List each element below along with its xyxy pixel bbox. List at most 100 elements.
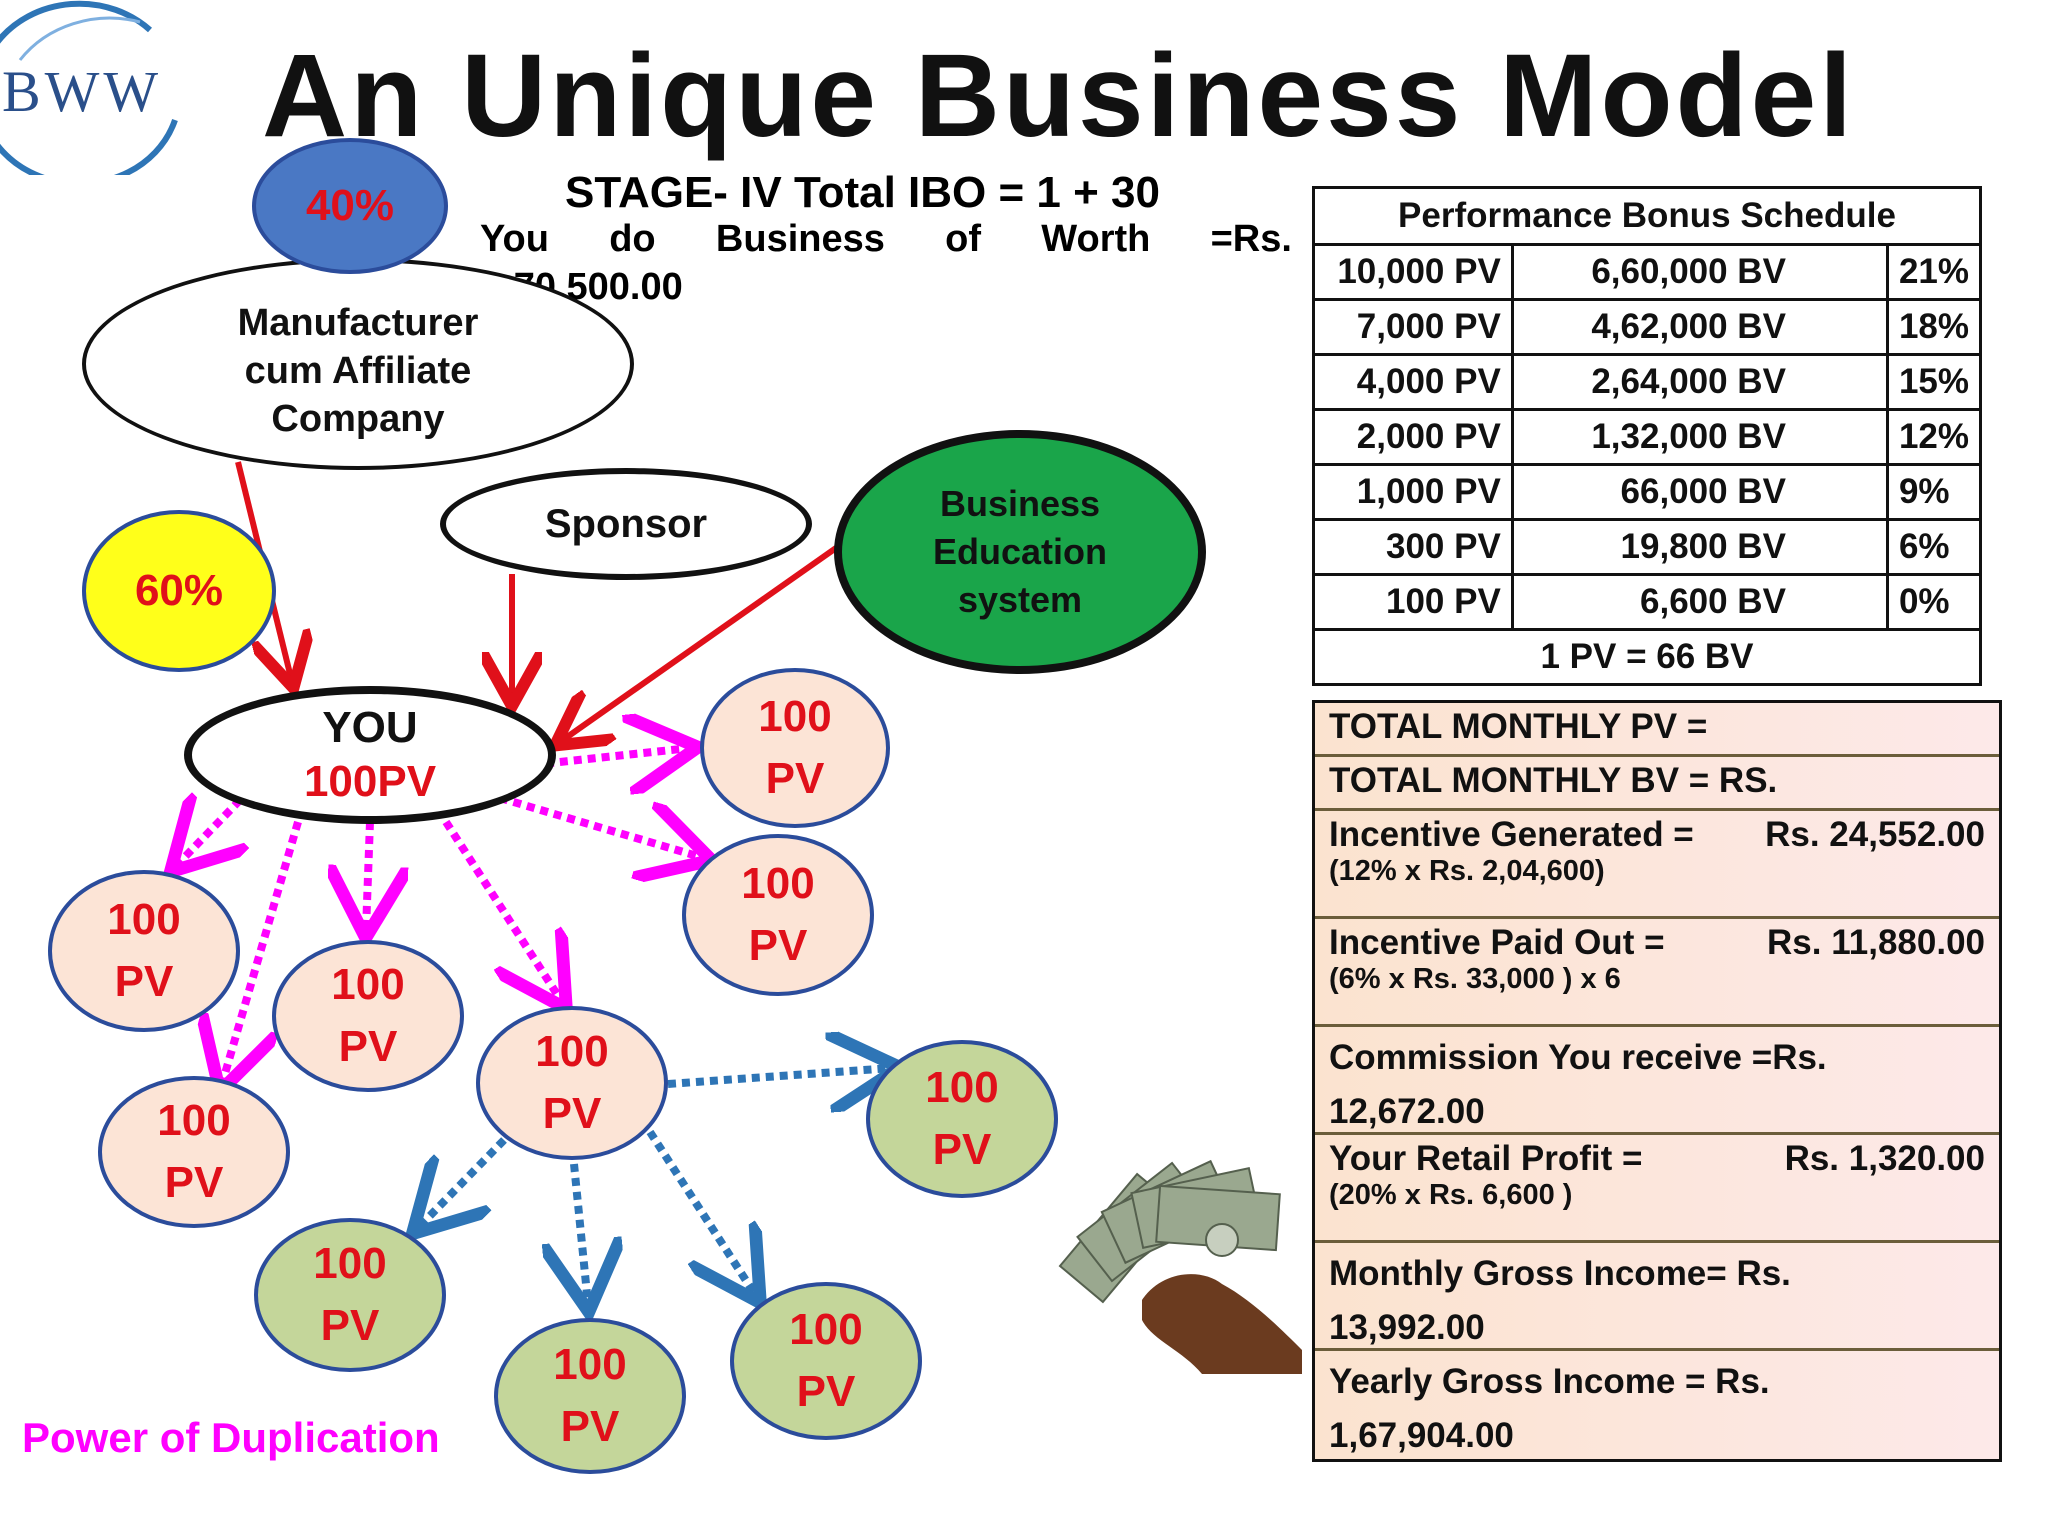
total-pv-label: TOTAL MONTHLY PV = bbox=[1329, 707, 1708, 746]
yearly-gross-row: Yearly Gross Income = Rs. 1,67,904.00 bbox=[1315, 1351, 1999, 1459]
bv-cell: 4,62,000 BV bbox=[1510, 298, 1889, 356]
retail-profit-row: Your Retail Profit = Rs. 1,320.00 (20% x… bbox=[1315, 1135, 1999, 1243]
bv-cell: 19,800 BV bbox=[1510, 518, 1889, 576]
pv-unit: PV bbox=[932, 1125, 992, 1174]
you-label: YOU bbox=[322, 703, 418, 752]
commission-row: Commission You receive =Rs. 12,672.00 bbox=[1315, 1027, 1999, 1135]
retail-profit-label: Your Retail Profit = bbox=[1329, 1139, 1643, 1178]
incentive-generated-label: Incentive Generated = bbox=[1329, 815, 1694, 854]
pv-unit: PV bbox=[164, 1158, 224, 1207]
incentive-generated-row: Incentive Generated = Rs. 24,552.00 (12%… bbox=[1315, 811, 1999, 919]
pv-unit: PV bbox=[796, 1367, 856, 1416]
arrow-you-to-pv bbox=[176, 800, 240, 866]
arrow-you-to-pv bbox=[442, 819, 562, 1002]
pct40-label: 40% bbox=[305, 181, 395, 230]
arrow-downline-to-pv bbox=[646, 1129, 756, 1296]
bes-line: Business bbox=[939, 483, 1101, 524]
arrow-bes-to-you bbox=[560, 545, 838, 742]
logo-text: BWW bbox=[2, 59, 163, 124]
pv-unit: PV bbox=[338, 1022, 398, 1071]
power-of-duplication: Power of Duplication bbox=[22, 1414, 440, 1461]
commission-value: 12,672.00 bbox=[1329, 1092, 1485, 1131]
retail-profit-value: Rs. 1,320.00 bbox=[1784, 1139, 1985, 1178]
manufacturer-ellipse: Manufacturer cum Affiliate Company bbox=[82, 258, 634, 470]
pct-cell: 9% bbox=[1885, 463, 1983, 521]
income-summary: TOTAL MONTHLY PV = TOTAL MONTHLY BV = RS… bbox=[1312, 700, 2002, 1462]
pct40-circle: 40% bbox=[252, 138, 448, 274]
you-ellipse: YOU 100PV bbox=[184, 686, 556, 824]
bv-cell: 6,600 BV bbox=[1510, 573, 1889, 631]
monthly-gross-label: Monthly Gross Income= Rs. bbox=[1329, 1254, 1791, 1293]
pct-cell: 12% bbox=[1885, 408, 1983, 466]
pv-cell: 2,000 PV bbox=[1312, 408, 1514, 466]
total-bv-label: TOTAL MONTHLY BV = RS. bbox=[1329, 761, 1778, 800]
worth-word: of bbox=[945, 218, 982, 260]
pv-value: 100 bbox=[107, 895, 181, 944]
money-hand-image bbox=[1058, 1159, 1302, 1374]
pv-cell: 7,000 PV bbox=[1312, 298, 1514, 356]
pv-value: 100 bbox=[535, 1027, 609, 1076]
arrow-downline-to-pv bbox=[574, 1163, 588, 1304]
bes-line: system bbox=[957, 579, 1083, 620]
incentive-generated-sub: (12% x Rs. 2,04,600) bbox=[1329, 855, 1605, 887]
pv-unit: PV bbox=[560, 1402, 620, 1451]
arrow-you-to-pv bbox=[498, 794, 704, 858]
pv-unit: PV bbox=[765, 754, 825, 803]
pv-value: 100 bbox=[789, 1305, 863, 1354]
worth-word: Business bbox=[715, 218, 885, 260]
incentive-paid-value: Rs. 11,880.00 bbox=[1767, 923, 1985, 962]
bes-line: Education bbox=[932, 531, 1107, 572]
pv-cell: 300 PV bbox=[1312, 518, 1514, 576]
bv-cell: 66,000 BV bbox=[1510, 463, 1889, 521]
manufacturer-line: Company bbox=[271, 398, 445, 440]
sponsor-ellipse: Sponsor bbox=[440, 468, 812, 580]
bww-logo bbox=[0, 0, 178, 175]
arrow-you-to-pv bbox=[366, 821, 370, 930]
pv-unit: PV bbox=[748, 921, 808, 970]
you-pv: 100PV bbox=[303, 757, 437, 806]
pct-cell: 0% bbox=[1885, 573, 1983, 631]
pct-cell: 21% bbox=[1885, 243, 1983, 301]
pv-value: 100 bbox=[758, 692, 832, 741]
incentive-paid-sub: (6% x Rs. 33,000 ) x 6 bbox=[1329, 963, 1621, 995]
manufacturer-line: Manufacturer bbox=[237, 302, 479, 344]
monthly-gross-row: Monthly Gross Income= Rs. 13,992.00 bbox=[1315, 1243, 1999, 1351]
pv-cell: 1,000 PV bbox=[1312, 463, 1514, 521]
arrow-you-to-pv bbox=[531, 748, 690, 765]
worth-word: =Rs. bbox=[1210, 218, 1292, 260]
page-title: An Unique Business Model bbox=[262, 30, 1856, 162]
business-education-ellipse: Business Education system bbox=[834, 430, 1206, 674]
manufacturer-line: cum Affiliate bbox=[244, 350, 472, 392]
table-footer: 1 PV = 66 BV bbox=[1312, 628, 1982, 686]
pv-unit: PV bbox=[542, 1089, 602, 1138]
pv-value: 100 bbox=[741, 859, 815, 908]
worth-word: You bbox=[480, 218, 549, 260]
worth-line: You do Business of Worth =Rs. bbox=[480, 218, 1292, 261]
pct-cell: 18% bbox=[1885, 298, 1983, 356]
arrow-downline-to-pv bbox=[667, 1068, 892, 1084]
pct-cell: 6% bbox=[1885, 518, 1983, 576]
commission-label: Commission You receive =Rs. bbox=[1329, 1038, 1827, 1077]
bv-cell: 2,64,000 BV bbox=[1510, 353, 1889, 411]
yearly-gross-label: Yearly Gross Income = Rs. bbox=[1329, 1362, 1770, 1401]
retail-profit-sub: (20% x Rs. 6,600 ) bbox=[1329, 1179, 1573, 1211]
pct60-circle: 60% bbox=[82, 510, 276, 672]
pct60-label: 60% bbox=[134, 566, 224, 615]
total-bv-row: TOTAL MONTHLY BV = RS. bbox=[1315, 757, 1999, 811]
pv-cell: 100 PV bbox=[1312, 573, 1514, 631]
stage-line: STAGE- IV Total IBO = 1 + 30 bbox=[565, 168, 1160, 217]
